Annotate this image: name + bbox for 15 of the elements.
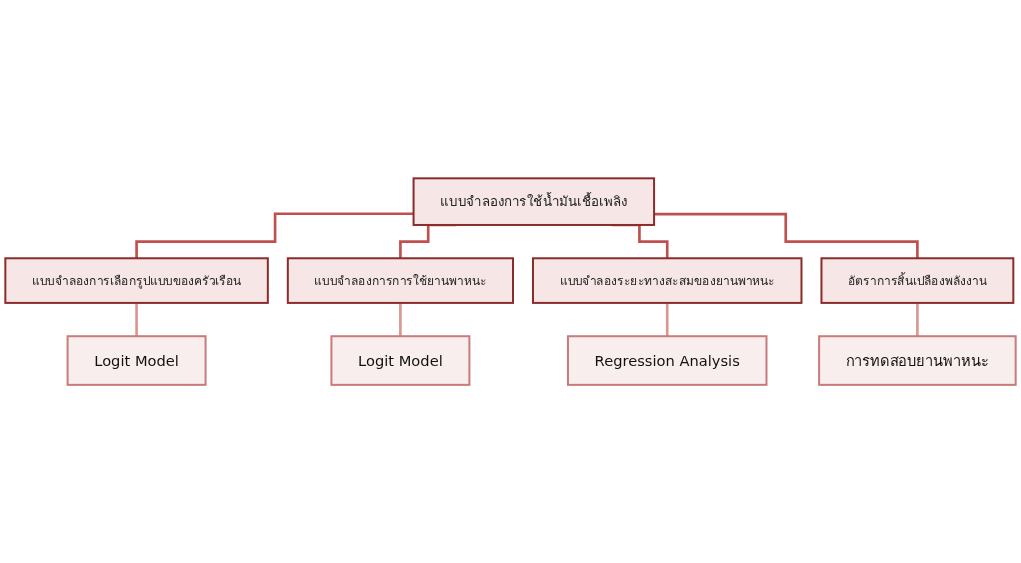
node-box: แบบจำลองระยะทางสะสมของยานพาหนะ bbox=[532, 257, 803, 304]
connector bbox=[665, 301, 669, 338]
connector bbox=[916, 301, 919, 338]
node-box: อัตราการสิ้นเปลืองพลังงาน bbox=[820, 257, 1015, 304]
node-box: Logit Model bbox=[66, 335, 207, 386]
connector bbox=[399, 301, 402, 338]
node-box: Regression Analysis bbox=[566, 335, 768, 386]
node-box: แบบจำลองการการใช้ยานพาหนะ bbox=[286, 257, 514, 304]
node-box: การทดสอบยานพาหนะ bbox=[818, 335, 1017, 386]
connector bbox=[135, 212, 414, 260]
node-box: แบบจำลองการใช้น้ำมันเชื้อเพลิง bbox=[412, 177, 656, 226]
connector bbox=[654, 212, 919, 260]
node-box: Logit Model bbox=[330, 335, 471, 386]
connector bbox=[135, 301, 138, 338]
node-box: แบบจำลองการเลือกรูปแบบของครัวเรือน bbox=[4, 257, 269, 304]
